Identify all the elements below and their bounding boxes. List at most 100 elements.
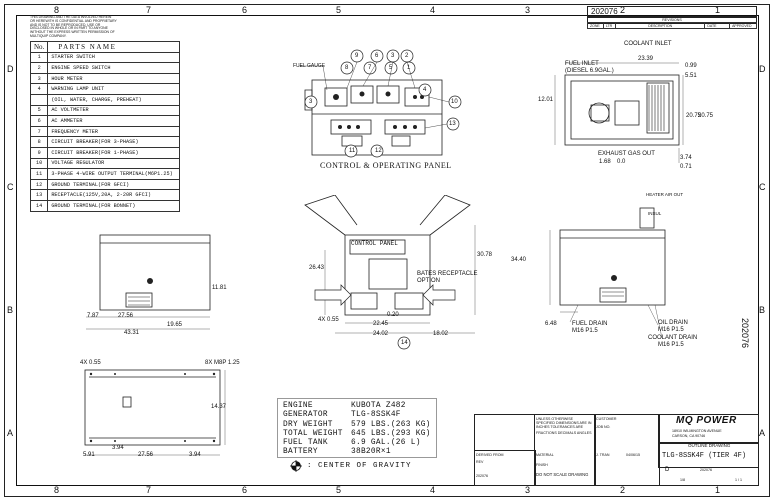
spec-key: ENGINE xyxy=(283,402,313,410)
part-name: VOLTAGE REGULATOR xyxy=(47,157,181,170)
spec-row: GENERATOR TLG-8SSK4F xyxy=(283,411,431,420)
insul-label: INSUL xyxy=(648,211,662,216)
fuel-inlet-size: (DIESEL 6.9GAL.) xyxy=(565,68,614,74)
table-row: ZONE LTR DESCRIPTION DATE APPROVED xyxy=(587,22,757,29)
coolant-drain-label: COOLANT DRAIN xyxy=(648,335,698,341)
rev-col: LTR xyxy=(602,22,617,29)
dimension-text: 20.75 xyxy=(686,113,702,119)
rev-col: DESCRIPTION xyxy=(615,22,706,29)
zone-label: B xyxy=(759,305,766,315)
dimension-text: 3.94 xyxy=(189,452,201,458)
tolerance-box xyxy=(534,414,596,486)
spec-value: TLG-8SSK4F xyxy=(351,411,401,420)
dimension-text: 0.99 xyxy=(685,63,697,69)
dimension-text: 3.74 xyxy=(680,155,692,161)
part-name: 3-PHASE 4-WIRE OUTPUT TERMINAL(M6P1.25) xyxy=(47,168,181,180)
zone-label: 6 xyxy=(242,5,248,15)
title-box xyxy=(658,442,759,468)
spec-value: 38B20R×1 xyxy=(351,448,391,457)
battery-receptacle-label: BATES RECEPTACLE xyxy=(417,271,478,277)
zone-label: 2 xyxy=(620,485,626,495)
dimension-text: 5.91 xyxy=(83,452,95,458)
zone-label: 1 xyxy=(715,5,721,15)
drawing-subtitle: TLG-8SSK4F (TIER 4F) xyxy=(662,452,747,460)
part-name: GROUND TERMINAL(FOR BONNET) xyxy=(47,199,181,212)
callout-number: 10 xyxy=(451,99,458,105)
dimension-text: 30.78 xyxy=(477,252,493,258)
dwg-number-value: 202076 xyxy=(700,468,712,472)
dimension-text: 20.75 xyxy=(698,113,714,119)
zone-label: 3 xyxy=(525,485,531,495)
company-logo: MQ POWER xyxy=(676,415,737,426)
notice-line: OR HEREWITH IS CONFIDENTIAL AND PROPRIET… xyxy=(30,18,117,23)
rev-label: REV xyxy=(476,460,484,464)
part-no: 7 xyxy=(29,125,49,138)
confidential-notice: THIS DRAWING AND THE DATA INVOLVED HEREI… xyxy=(30,15,117,39)
part-no: 2 xyxy=(29,62,49,74)
callout-number: 1 xyxy=(407,65,411,71)
spec-key: FUEL TANK xyxy=(283,439,328,448)
callout-number: 3 xyxy=(391,53,395,59)
callout-number: 8 xyxy=(345,65,349,71)
fuel-drain-size: M16 P1.5 xyxy=(572,328,598,334)
callout-number: 9 xyxy=(355,53,359,59)
zone-label: 2 xyxy=(620,5,626,15)
drawn-by: J. TRAN xyxy=(596,453,610,457)
part-no: 10 xyxy=(29,157,49,170)
zone-label: D xyxy=(7,64,14,74)
spec-key: BATTERY xyxy=(283,448,318,457)
part-name: WARNING LAMP UNIT xyxy=(47,83,181,95)
hole-label: 4X 0.55 xyxy=(80,360,101,366)
callout-number: 5 xyxy=(389,65,393,71)
dimension-text: 7.87 xyxy=(87,313,99,319)
part-no: 14 xyxy=(29,199,49,212)
callout-number: 11 xyxy=(349,148,356,154)
zone-label: 3 xyxy=(525,5,531,15)
part-name: (OIL, WATER, CHARGE, PREHEAT) xyxy=(47,93,181,106)
drawing-border-inner xyxy=(16,15,759,486)
tolerance-text: UNLESS OTHERWISE SPECIFIED DIMENSIONS AR… xyxy=(536,417,592,430)
spec-key: GENERATOR xyxy=(283,411,328,420)
callout-number: 14 xyxy=(401,340,408,346)
top-view xyxy=(554,62,684,163)
dimension-text: 14.37 xyxy=(211,404,227,410)
center-of-gravity-label: : CENTER OF GRAVITY xyxy=(307,462,412,470)
part-name: AC VOLTMETER xyxy=(47,104,181,117)
fuel-inlet-label: FUEL INLET xyxy=(565,61,599,67)
battery-option-label: OPTION xyxy=(417,278,441,284)
revision-table: ZONE LTR DESCRIPTION DATE APPROVED xyxy=(587,22,757,29)
cad-code: 202076 xyxy=(476,474,488,478)
company-city: CARSON, CA 90746 xyxy=(672,434,706,438)
rear-view xyxy=(549,207,666,339)
dimension-text: 27.56 xyxy=(138,452,154,458)
zone-label: A xyxy=(7,428,14,438)
part-no: 12 xyxy=(29,178,49,191)
fuel-drain-label: FUEL DRAIN xyxy=(572,321,608,327)
drawing-number-box: 202076 xyxy=(587,6,757,18)
zone-label: 1 xyxy=(715,485,721,495)
fractions-text: FRACTIONS DECIMALS ANGLES xyxy=(536,431,592,435)
callout-number: 2 xyxy=(405,53,409,59)
zone-label: B xyxy=(7,305,14,315)
part-name: RECEPTACLE(125V,20A, 2-20R GFCI) xyxy=(47,189,181,201)
dimension-text: 1.68 xyxy=(599,159,611,165)
part-name: AC AMMETER xyxy=(47,115,181,127)
finish-label: FINISH xyxy=(536,463,548,467)
center-of-gravity-icon xyxy=(290,460,302,472)
callout-number: 12 xyxy=(375,148,382,154)
dimension-text: 26.43 xyxy=(309,265,325,271)
coolant-drain-size: M16 P1.5 xyxy=(658,342,684,348)
part-no: 6 xyxy=(29,115,49,127)
derived-from-label: DERIVED FROM xyxy=(476,453,504,457)
part-name: FREQUENCY METER xyxy=(47,125,181,138)
notice-line: DISCLOSED IN WHOLE OR IN PART TO ANYONE xyxy=(30,26,108,31)
